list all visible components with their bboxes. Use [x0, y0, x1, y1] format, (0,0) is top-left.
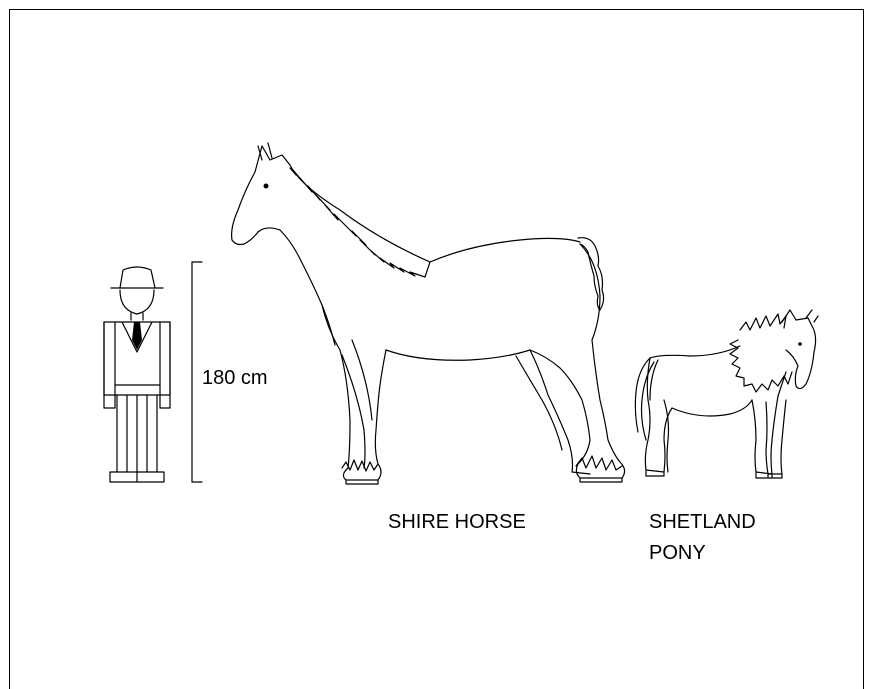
man-figure [104, 267, 170, 482]
shire-horse-label: SHIRE HORSE [388, 511, 526, 533]
shetland-pony-illustration [635, 310, 818, 478]
height-scale-bar [192, 262, 202, 482]
shetland-pony-label-line2: PONY [649, 542, 706, 564]
shetland-pony-label-line1: SHETLAND [649, 511, 756, 533]
shire-horse-illustration [232, 143, 625, 484]
scale-label: 180 cm [202, 367, 268, 389]
